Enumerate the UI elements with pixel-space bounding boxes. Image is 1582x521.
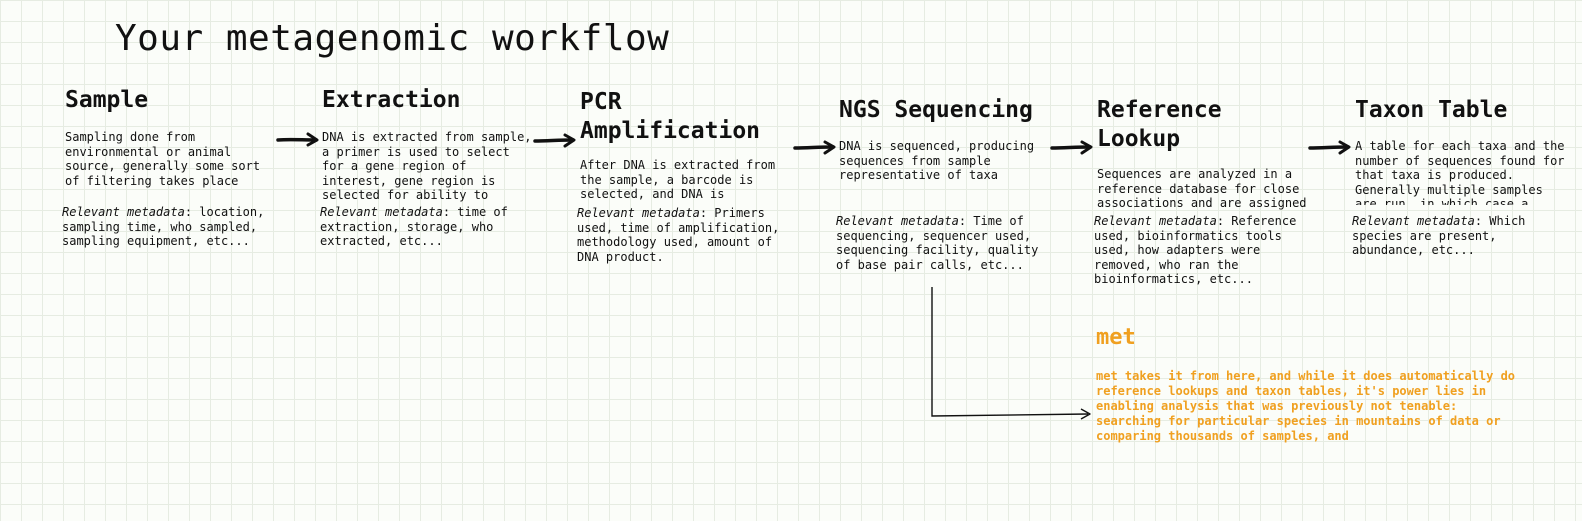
step-description: Sequences are analyzed in a reference da… xyxy=(1097,167,1307,210)
step-sample: Sample Sampling done from environmental … xyxy=(62,86,285,266)
metadata-text: : location, sampling time, who sampled, … xyxy=(62,205,265,248)
met-title: met xyxy=(1096,325,1136,350)
metadata-text: : time of extraction, storage, who extra… xyxy=(320,205,508,248)
page-title: Your metagenomic workflow xyxy=(115,18,670,59)
step-description: A table for each taxa and the number of … xyxy=(1355,139,1565,205)
step-metadata: Relevant metadata: Reference used, bioin… xyxy=(1094,214,1309,287)
arrow-sample-to-extraction xyxy=(276,132,319,147)
arrow-pcr-to-ngs xyxy=(793,140,836,155)
step-metadata: Relevant metadata: location, sampling ti… xyxy=(62,205,277,249)
step-title: Taxon Table xyxy=(1355,97,1508,123)
arrow-extraction-to-pcr xyxy=(533,133,576,148)
metadata-label: Relevant metadata xyxy=(1094,214,1217,228)
step-taxon-table: Taxon Table A table for each taxa and th… xyxy=(1352,96,1580,276)
step-description: DNA is sequenced, producing sequences fr… xyxy=(839,139,1035,182)
step-metadata: Relevant metadata: Time of sequencing, s… xyxy=(836,214,1051,272)
metadata-label: Relevant metadata xyxy=(62,205,185,219)
step-reference-lookup: Reference Lookup Sequences are analyzed … xyxy=(1094,96,1327,296)
metadata-text: : Primers used, time of amplification, m… xyxy=(577,206,780,264)
metadata-label: Relevant metadata xyxy=(320,205,443,219)
step-metadata: Relevant metadata: Primers used, time of… xyxy=(577,206,792,264)
step-description: After DNA is extracted from the sample, … xyxy=(580,158,776,201)
arrow-reference-to-taxon xyxy=(1308,140,1351,155)
step-title: Sample xyxy=(65,87,149,113)
step-ngs-sequencing: NGS Sequencing DNA is sequenced, produci… xyxy=(836,96,1069,276)
step-metadata: Relevant metadata: Which species are pre… xyxy=(1352,214,1567,258)
metadata-label: Relevant metadata xyxy=(836,214,959,228)
metadata-label: Relevant metadata xyxy=(1352,214,1475,228)
arrow-ngs-to-reference xyxy=(1050,140,1093,155)
metadata-text: : Reference used, bioinformatics tools u… xyxy=(1094,214,1297,286)
step-description: DNA is extracted from sample, a primer i… xyxy=(322,130,532,202)
step-extraction: Extraction DNA is extracted from sample,… xyxy=(320,86,552,266)
metadata-text: : Time of sequencing, sequencer used, se… xyxy=(836,214,1039,272)
step-title: Extraction xyxy=(322,87,461,113)
step-title: PCR Amplification xyxy=(580,89,761,144)
step-title: Reference Lookup xyxy=(1097,97,1222,152)
step-pcr-amplification: PCR Amplification After DNA is extracted… xyxy=(577,88,810,268)
step-title: NGS Sequencing xyxy=(839,97,1033,123)
step-metadata: Relevant metadata: time of extraction, s… xyxy=(320,205,535,249)
metadata-text: : Which species are present, abundance, … xyxy=(1352,214,1526,257)
step-description: Sampling done from environmental or anim… xyxy=(65,130,261,188)
met-description: met takes it from here, and while it doe… xyxy=(1096,369,1516,443)
metadata-label: Relevant metadata xyxy=(577,206,700,220)
